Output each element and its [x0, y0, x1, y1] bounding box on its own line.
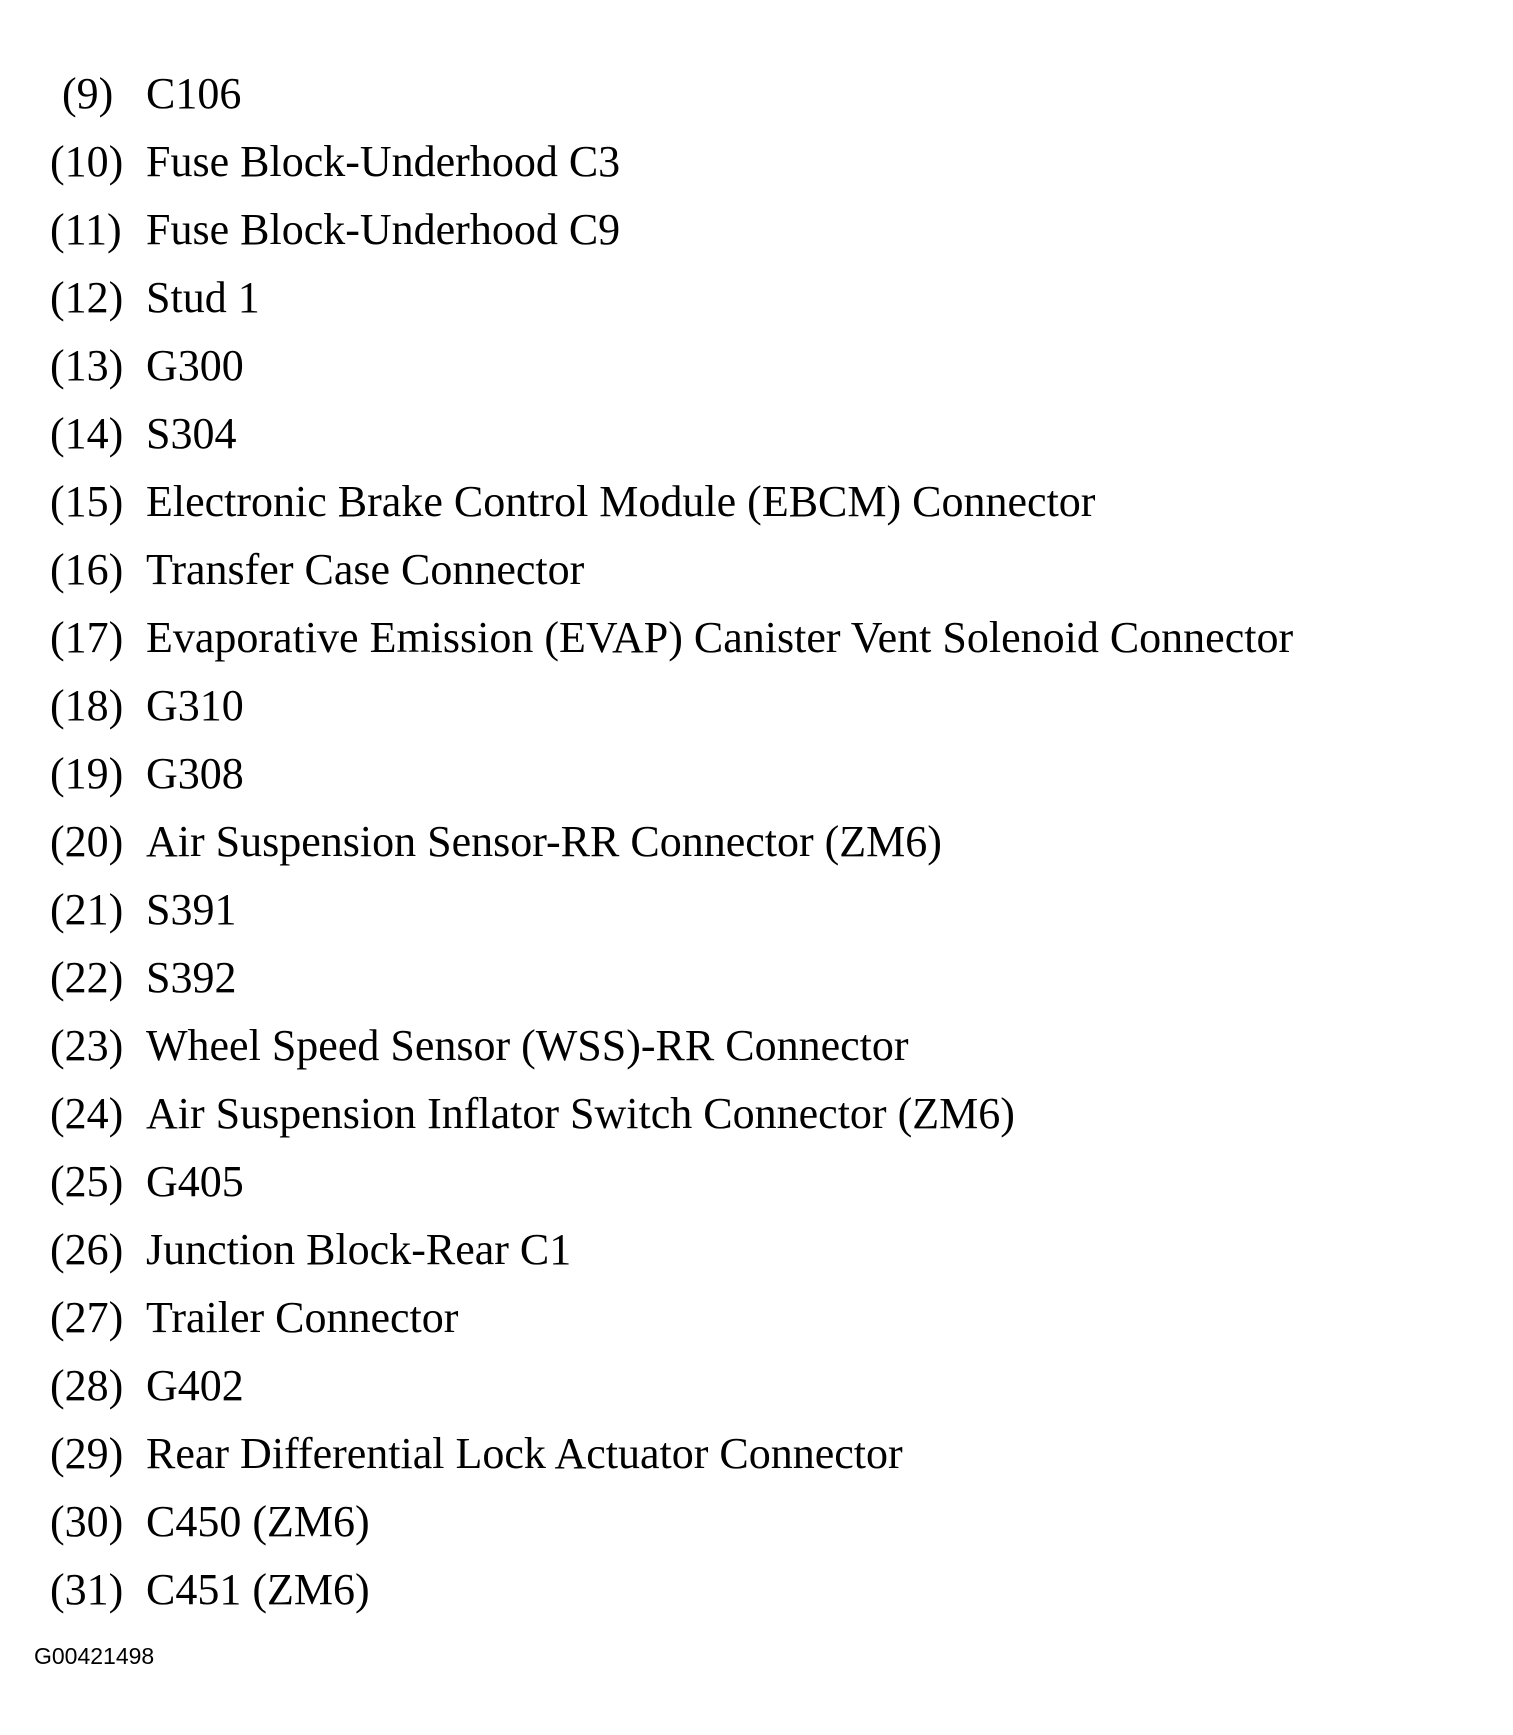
item-number: (11): [50, 205, 122, 254]
legend-item: (27) Trailer Connector: [50, 1287, 458, 1349]
item-number: (19): [50, 749, 124, 798]
item-number: (10): [50, 137, 124, 186]
legend-item: (20) Air Suspension Sensor-RR Connector (…: [50, 811, 942, 873]
legend-item: (22) S392: [50, 947, 236, 1009]
item-label: Air Suspension Sensor-RR Connector (ZM6): [146, 817, 942, 866]
legend-item: (17) Evaporative Emission (EVAP) Canister…: [50, 607, 1293, 669]
item-label: S304: [146, 409, 237, 458]
item-number: (23): [50, 1021, 124, 1070]
item-number: (22): [50, 953, 124, 1002]
item-label: G405: [146, 1157, 244, 1206]
item-label: Electronic Brake Control Module (EBCM) C…: [146, 477, 1096, 526]
item-number: (12): [50, 273, 124, 322]
legend-item: (21) S391: [50, 879, 236, 941]
item-label: Stud 1: [146, 273, 260, 322]
item-number: (16): [50, 545, 124, 594]
item-label: S391: [146, 885, 237, 934]
item-label: G402: [146, 1361, 244, 1410]
legend-item: (14) S304: [50, 403, 236, 465]
item-label: Air Suspension Inflator Switch Connector…: [146, 1089, 1015, 1138]
item-label: G300: [146, 341, 244, 390]
legend-item: (25) G405: [50, 1151, 244, 1213]
item-number: (27): [50, 1293, 124, 1342]
legend-item: (10) Fuse Block-Underhood C3: [50, 131, 620, 193]
legend-item: (29) Rear Differential Lock Actuator Conn…: [50, 1423, 903, 1485]
item-label: Evaporative Emission (EVAP) Canister Ven…: [146, 613, 1294, 662]
legend-item: (30) C450 (ZM6): [50, 1491, 370, 1553]
item-number: (29): [50, 1429, 124, 1478]
legend-item: (15) Electronic Brake Control Module (EBC…: [50, 471, 1095, 533]
figure-id: G00421498: [34, 1643, 155, 1669]
item-label: C106: [146, 69, 242, 118]
item-number: (21): [50, 885, 124, 934]
legend-item: (18) G310: [50, 675, 244, 737]
item-label: Junction Block-Rear C1: [146, 1225, 572, 1274]
item-number: (24): [50, 1089, 124, 1138]
item-label: Fuse Block-Underhood C9: [146, 205, 621, 254]
item-number: (15): [50, 477, 124, 526]
item-label: G310: [146, 681, 244, 730]
item-number: (18): [50, 681, 124, 730]
item-number: (25): [50, 1157, 124, 1206]
legend-item: (13) G300: [50, 335, 244, 397]
legend-item: (16) Transfer Case Connector: [50, 539, 584, 601]
item-label: Fuse Block-Underhood C3: [146, 137, 621, 186]
legend-item: (23) Wheel Speed Sensor (WSS)-RR Connecto…: [50, 1015, 909, 1077]
item-label: C450 (ZM6): [146, 1497, 370, 1546]
legend-item: (19) G308: [50, 743, 244, 805]
item-number: (30): [50, 1497, 124, 1546]
item-number: (17): [50, 613, 124, 662]
item-label: Rear Differential Lock Actuator Connecto…: [146, 1429, 903, 1478]
legend-item: (24) Air Suspension Inflator Switch Conne…: [50, 1083, 1015, 1145]
item-label: Trailer Connector: [146, 1293, 459, 1342]
item-number: (13): [50, 341, 124, 390]
legend-item: (28) G402: [50, 1355, 244, 1417]
item-label: C451 (ZM6): [146, 1565, 370, 1614]
item-number: (31): [50, 1565, 124, 1614]
item-label: G308: [146, 749, 244, 798]
item-number: (14): [50, 409, 124, 458]
item-label: S392: [146, 953, 237, 1002]
item-number: (26): [50, 1225, 124, 1274]
legend-item: (11) Fuse Block-Underhood C9: [50, 199, 620, 261]
legend-item: (12) Stud 1: [50, 267, 260, 329]
item-number: (20): [50, 817, 124, 866]
item-label: Wheel Speed Sensor (WSS)-RR Connector: [146, 1021, 909, 1070]
item-number: (28): [50, 1361, 124, 1410]
legend-item: (31) C451 (ZM6): [50, 1559, 370, 1621]
legend-item: (26) Junction Block-Rear C1: [50, 1219, 571, 1281]
item-label: Transfer Case Connector: [146, 545, 585, 594]
legend-item: (9) C106: [50, 63, 241, 125]
item-number: (9): [62, 69, 114, 118]
